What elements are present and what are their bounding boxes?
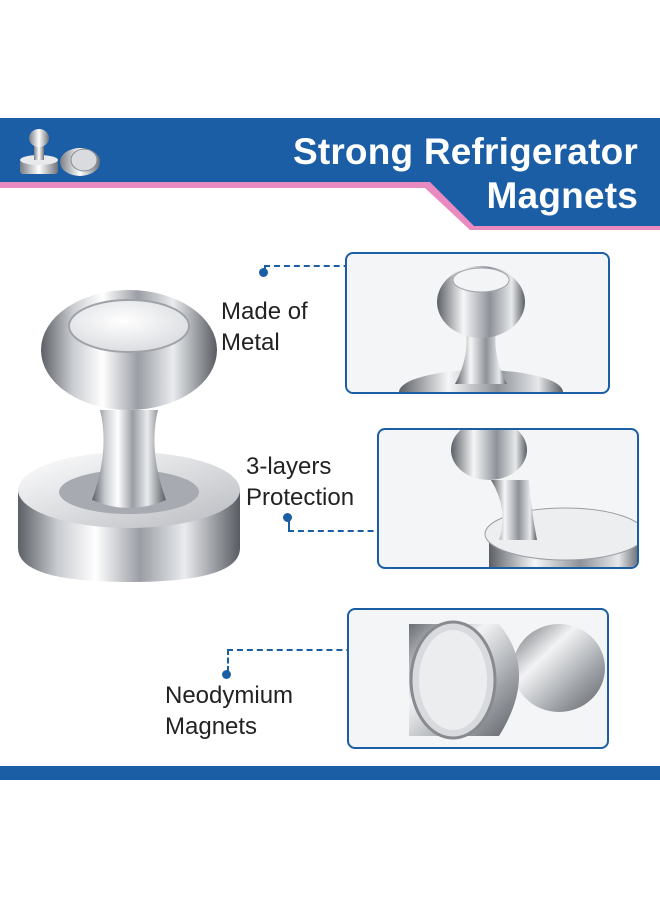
leader-dot-1 — [259, 268, 268, 277]
leader-line-3 — [227, 649, 229, 672]
leader-dot-2 — [283, 513, 292, 522]
leader-dot-3 — [222, 670, 231, 679]
feature-panel-neodymium — [347, 608, 609, 749]
banner-title-line1: Strong Refrigerator — [292, 131, 638, 172]
banner-title-line2: Magnets — [486, 175, 638, 216]
feature-label-protection: 3-layers Protection — [246, 451, 354, 513]
feature-3-line2: Magnets — [165, 713, 258, 740]
feature-label-metal: Made of Metal — [221, 296, 308, 358]
footer-bar — [0, 766, 660, 780]
feature-panel-protection — [377, 428, 639, 569]
banner-background — [0, 118, 660, 230]
feature-label-neodymium: Neodymium Magnets — [165, 680, 293, 742]
feature-2-line2: Protection — [246, 484, 355, 511]
feature-1-line1: Made of — [221, 298, 308, 325]
leader-line-1 — [264, 265, 266, 271]
leader-line-2 — [288, 518, 290, 530]
leader-line-3-horizontal — [227, 649, 412, 651]
banner-title: Strong Refrigerator Magnets — [178, 130, 638, 218]
feature-2-line1: 3-layers — [246, 453, 332, 480]
feature-3-line1: Neodymium — [165, 682, 294, 709]
feature-panel-metal — [345, 252, 610, 394]
feature-1-line2: Metal — [221, 329, 280, 356]
main-magnet-image — [12, 290, 252, 605]
header-banner: Strong Refrigerator Magnets — [0, 118, 660, 230]
